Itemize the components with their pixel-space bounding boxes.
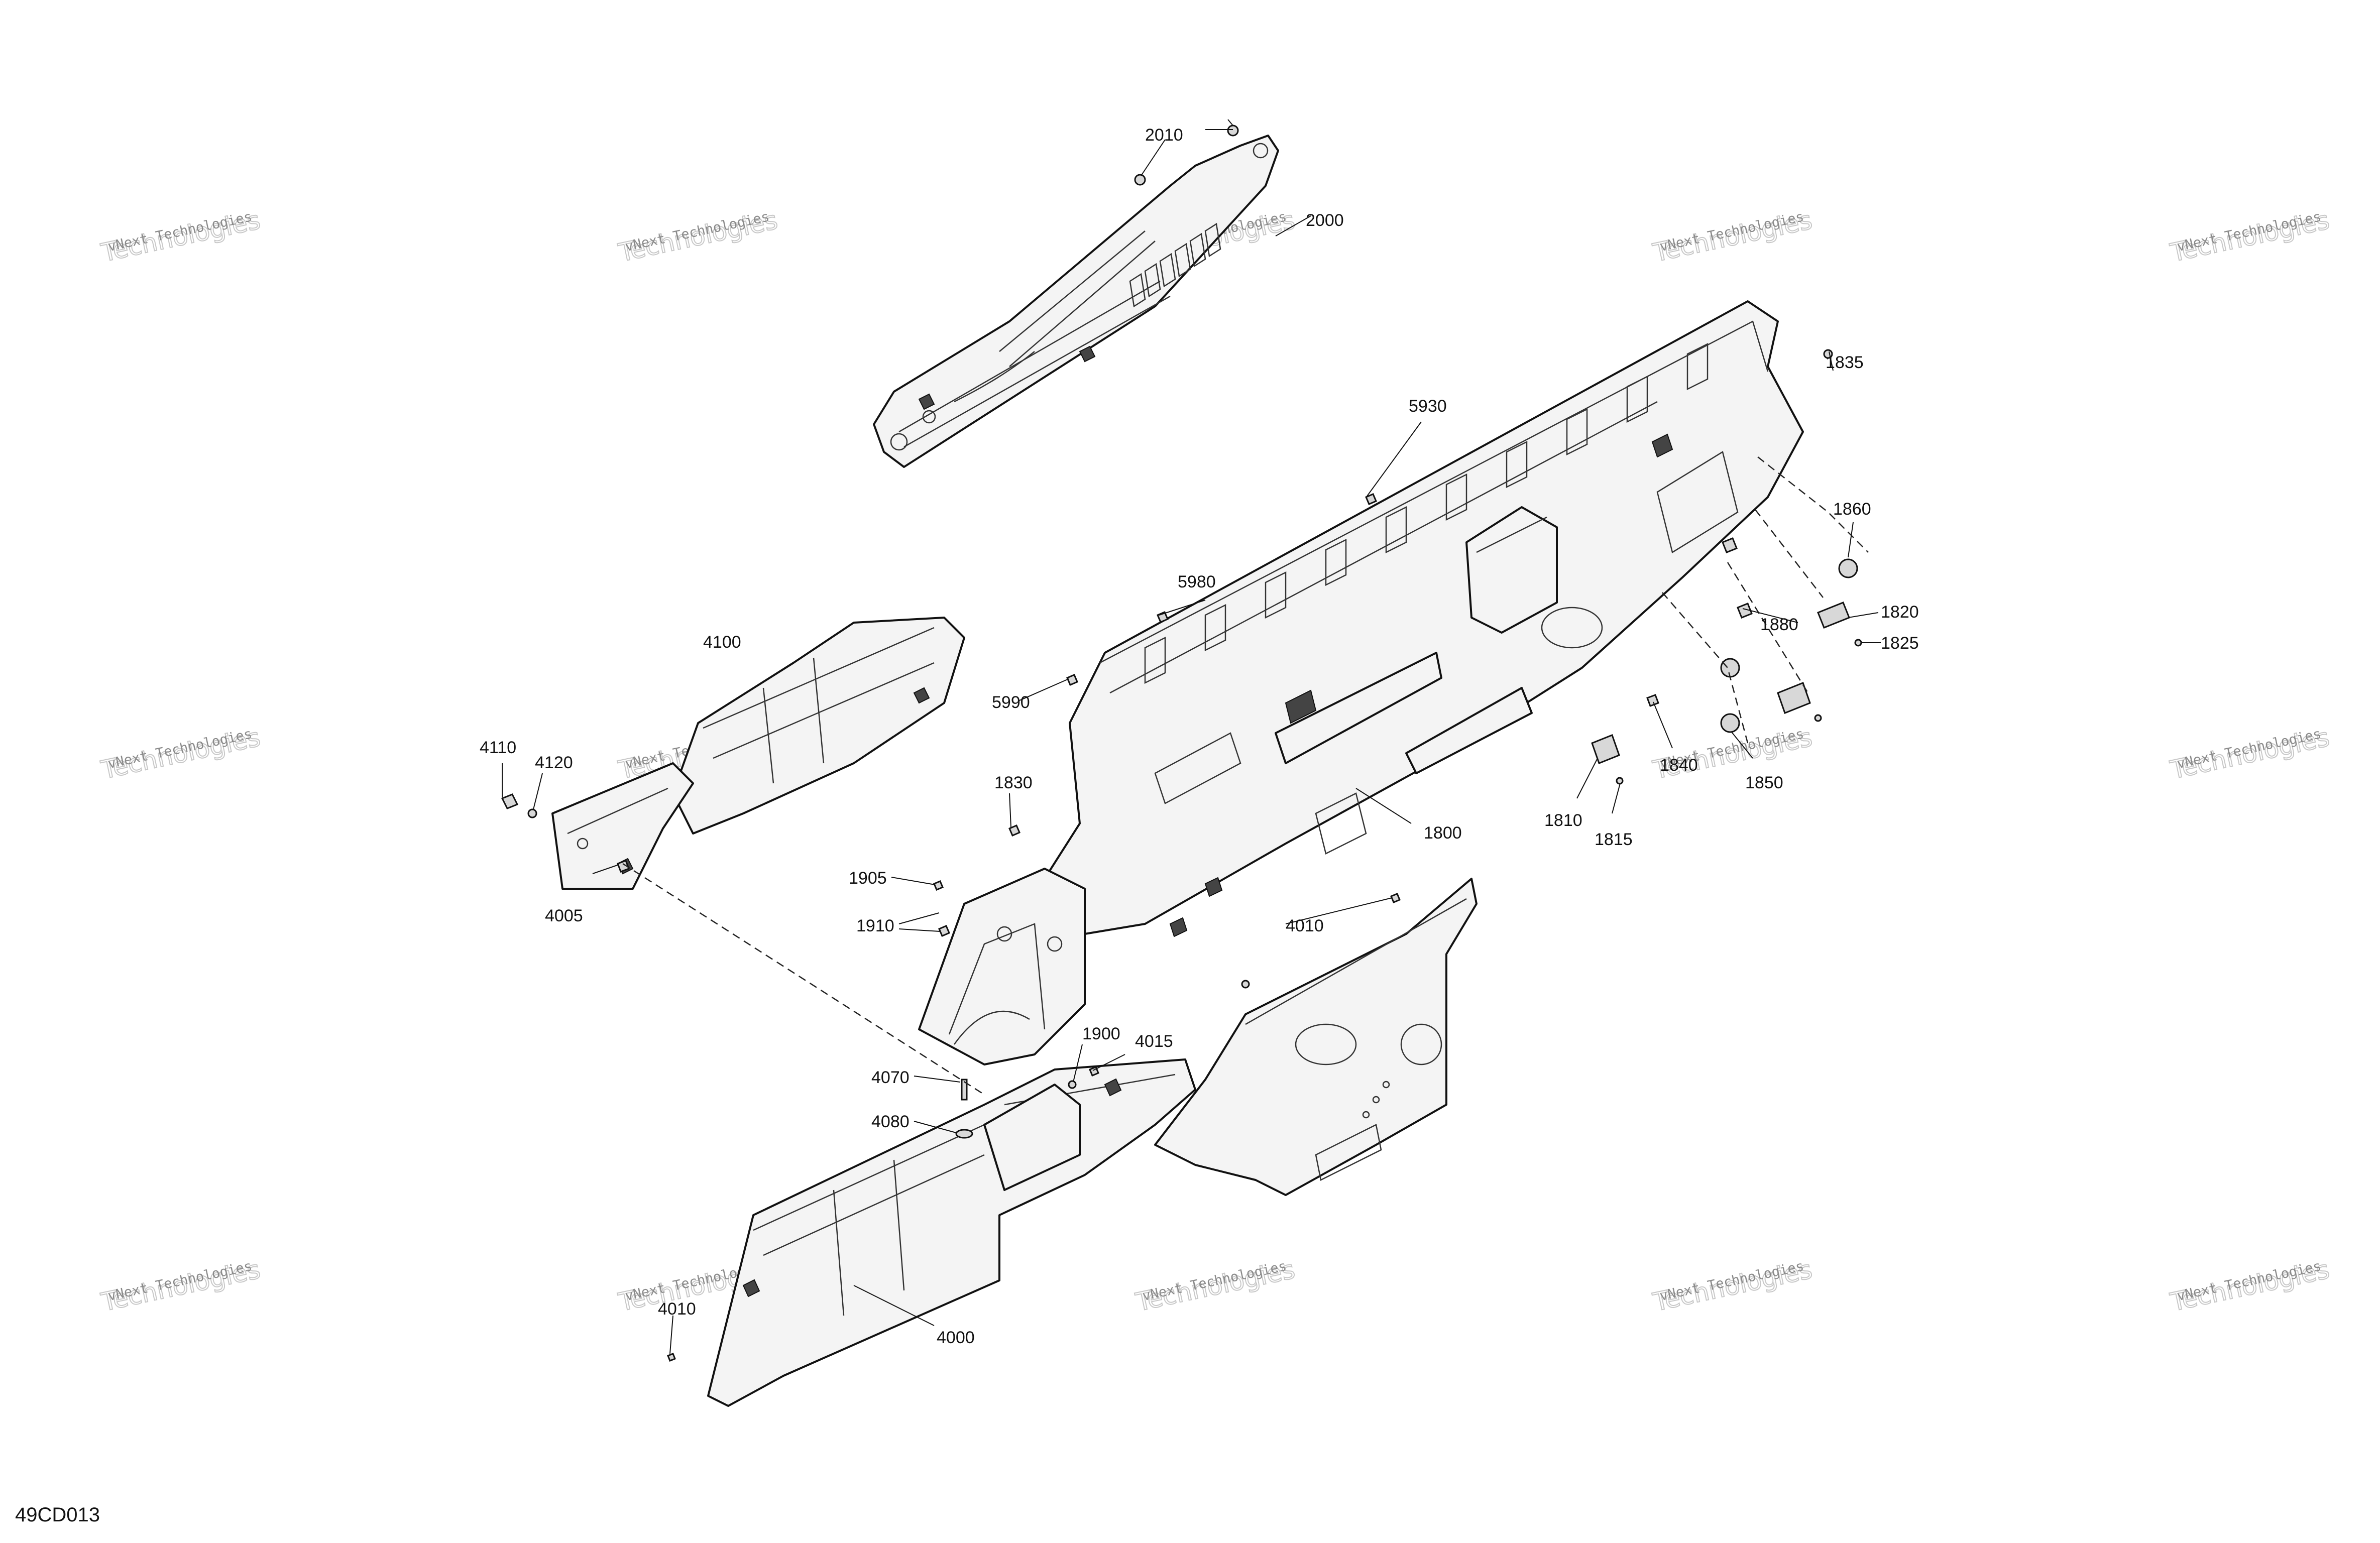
callout-1840: 1840 [1660, 756, 1698, 775]
callout-1905: 1905 [849, 869, 887, 888]
callout-4010-a: 4010 [1286, 916, 1324, 935]
callout-4000: 4000 [937, 1328, 975, 1347]
part-1800-main-panel [1044, 300, 1804, 937]
callout-1860: 1860 [1833, 500, 1871, 519]
callout-1800: 1800 [1424, 823, 1462, 843]
hardware-fasteners [501, 119, 1862, 1362]
callout-4005: 4005 [545, 906, 583, 925]
part-4010-lower-panel [1154, 878, 1478, 1196]
callout-1830: 1830 [994, 773, 1033, 792]
explosion-dashed-lines [622, 456, 1869, 1096]
callout-1815: 1815 [1595, 830, 1633, 849]
callout-4070: 4070 [871, 1068, 910, 1087]
callout-5980: 5980 [1178, 572, 1216, 591]
callout-1825: 1825 [1881, 634, 1919, 653]
callout-1835: 1835 [1826, 353, 1864, 372]
callout-4100: 4100 [703, 633, 741, 652]
callout-4120: 4120 [535, 753, 573, 772]
callout-4015: 4015 [1135, 1032, 1173, 1051]
part-2000-upper-rail [873, 135, 1279, 468]
callout-4110: 4110 [480, 738, 516, 757]
part-left-bracket [918, 868, 1086, 1065]
callout-leader-lines [502, 129, 1881, 1354]
callout-1880: 1880 [1760, 615, 1798, 634]
callout-4080: 4080 [871, 1112, 910, 1131]
callout-2000: 2000 [1306, 211, 1344, 230]
callout-1900: 1900 [1082, 1024, 1120, 1043]
callout-5990: 5990 [992, 693, 1030, 712]
callout-1910: 1910 [856, 916, 894, 935]
callout-1820: 1820 [1881, 603, 1919, 622]
callout-1850: 1850 [1745, 773, 1783, 792]
part-4000-lower-duct [707, 1058, 1196, 1407]
part-4100-upper-duct [551, 617, 965, 890]
callout-4010-b: 4010 [658, 1299, 696, 1319]
diagram-id: 49CD013 [15, 1504, 100, 1526]
callout-2010: 2010 [1145, 126, 1183, 145]
callout-labels: 2010 2000 1835 5930 1860 5980 1880 1820 … [480, 126, 1919, 1347]
callout-1810: 1810 [1544, 811, 1582, 830]
callout-5930: 5930 [1409, 397, 1447, 416]
